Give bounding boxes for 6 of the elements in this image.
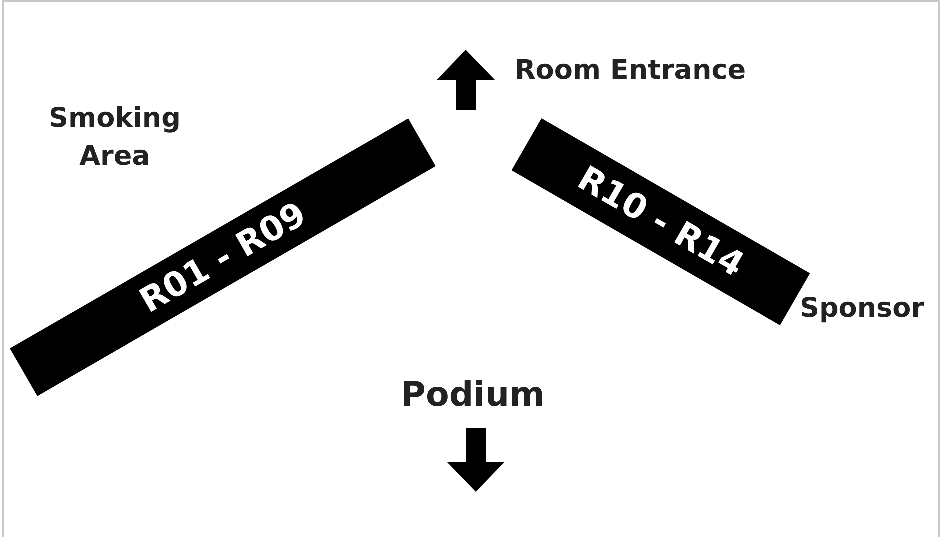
table-range-label: R10 - R14 <box>570 158 752 286</box>
area-label: Smoking Area <box>48 102 182 174</box>
area-label: Sponsor <box>800 292 926 326</box>
entrance-label: Room Entrance <box>515 54 748 88</box>
podium-label: Podium <box>400 374 546 417</box>
table-range-label: R01 - R09 <box>132 193 314 321</box>
